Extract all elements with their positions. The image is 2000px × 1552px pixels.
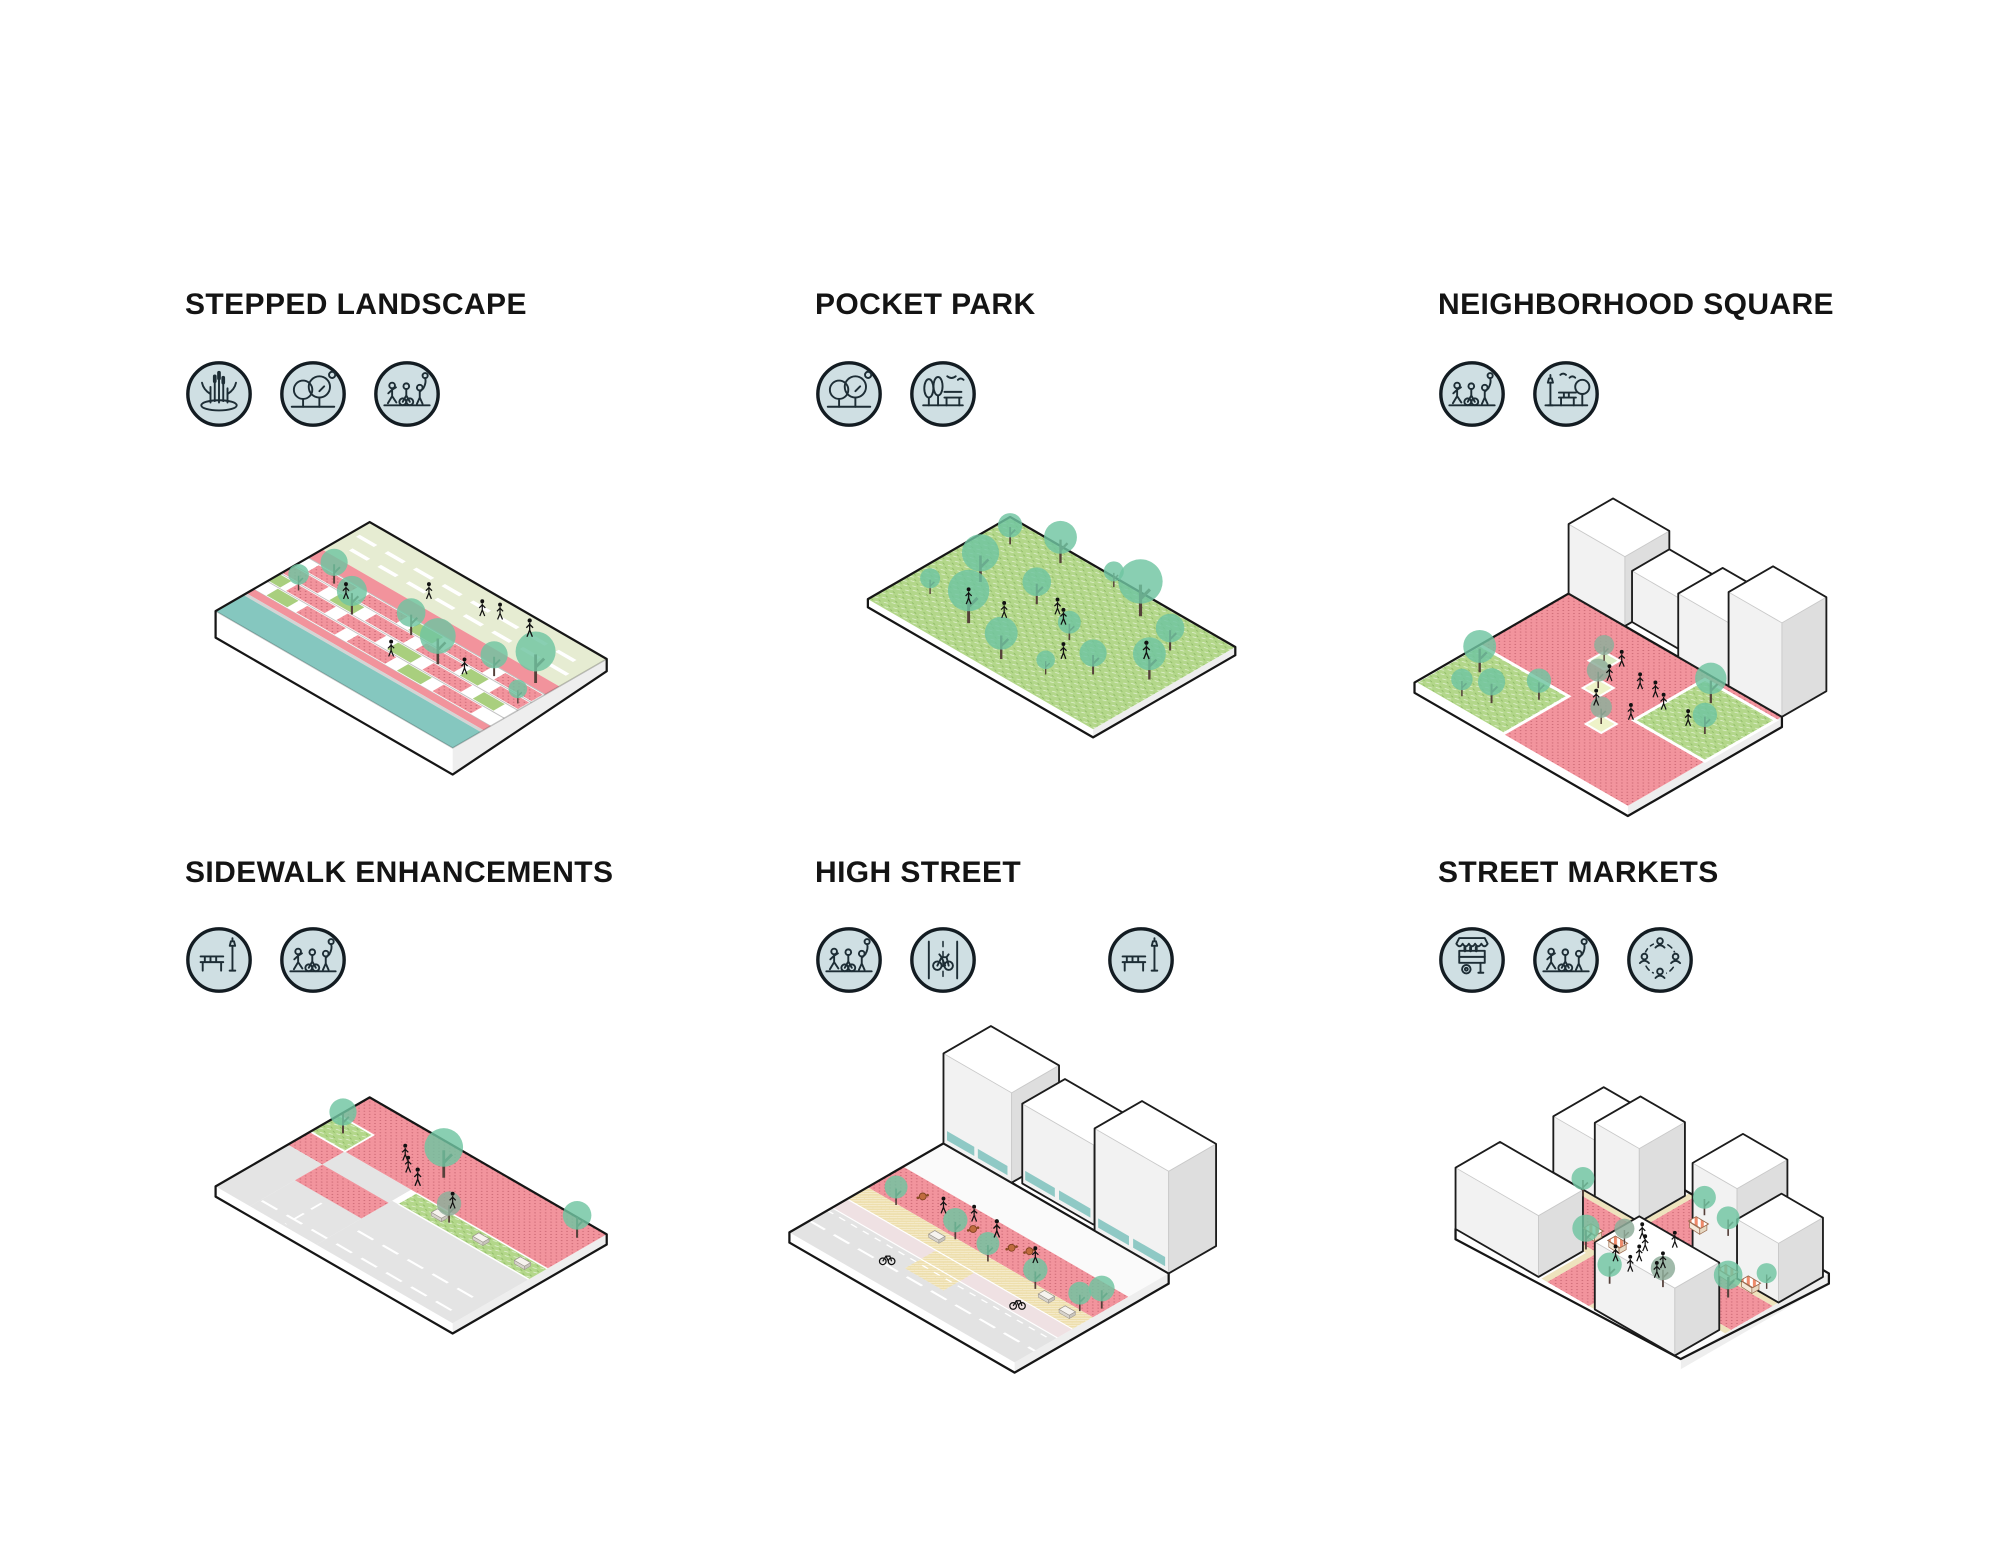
active-recreation-icon [280, 927, 346, 993]
icon-row [815, 926, 1175, 994]
street-markets-illustration [1454, 1086, 1831, 1370]
card-title: SIDEWALK ENHANCEMENTS [185, 856, 614, 889]
icon-row [1438, 926, 1694, 994]
card-title: HIGH STREET [815, 856, 1022, 889]
bench-lamppost-icon [186, 927, 252, 993]
park-bench-icon [910, 361, 976, 427]
icon-row [185, 926, 347, 994]
bench-lamppost-icon [1108, 927, 1174, 993]
active-recreation-icon [1439, 361, 1505, 427]
active-recreation-icon [1533, 927, 1599, 993]
icon-row [1438, 360, 1600, 428]
card-title: STREET MARKETS [1438, 856, 1719, 889]
park-amenities-icon [1533, 361, 1599, 427]
card-title: NEIGHBORHOOD SQUARE [1438, 288, 1834, 321]
high-street-illustration [788, 1025, 1217, 1374]
trees-icon [816, 361, 882, 427]
active-recreation-icon [374, 361, 440, 427]
icon-row [815, 360, 977, 428]
neighborhood-square-illustration [1411, 497, 1828, 818]
trees-icon [280, 361, 346, 427]
community-icon [1627, 927, 1693, 993]
bike-lane-icon [910, 927, 976, 993]
pocket-park-illustration [866, 512, 1237, 739]
stepped-landscape-illustration [214, 520, 608, 776]
sidewalk-enhancements-illustration [214, 1096, 608, 1335]
card-title: POCKET PARK [815, 288, 1036, 321]
market-cart-icon [1439, 927, 1505, 993]
card-title: STEPPED LANDSCAPE [185, 288, 527, 321]
icon-row [185, 360, 441, 428]
wetland-planting-icon [186, 361, 252, 427]
active-recreation-icon [816, 927, 882, 993]
